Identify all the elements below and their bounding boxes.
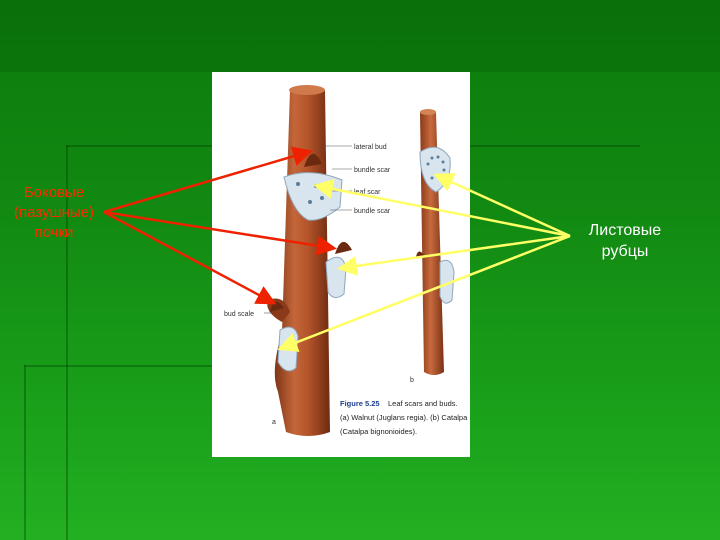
- red-arrows: [104, 152, 332, 302]
- yellow-arrow: [282, 236, 570, 348]
- yellow-arrow: [342, 236, 570, 268]
- yellow-arrow: [438, 176, 570, 236]
- leaf-scars-label: Листовые рубцы: [570, 220, 680, 262]
- red-arrow: [104, 152, 308, 212]
- yellow-arrow: [318, 186, 570, 236]
- lateral-buds-label: Боковые (пазушные) почки: [4, 183, 104, 243]
- yellow-arrows: [282, 176, 570, 348]
